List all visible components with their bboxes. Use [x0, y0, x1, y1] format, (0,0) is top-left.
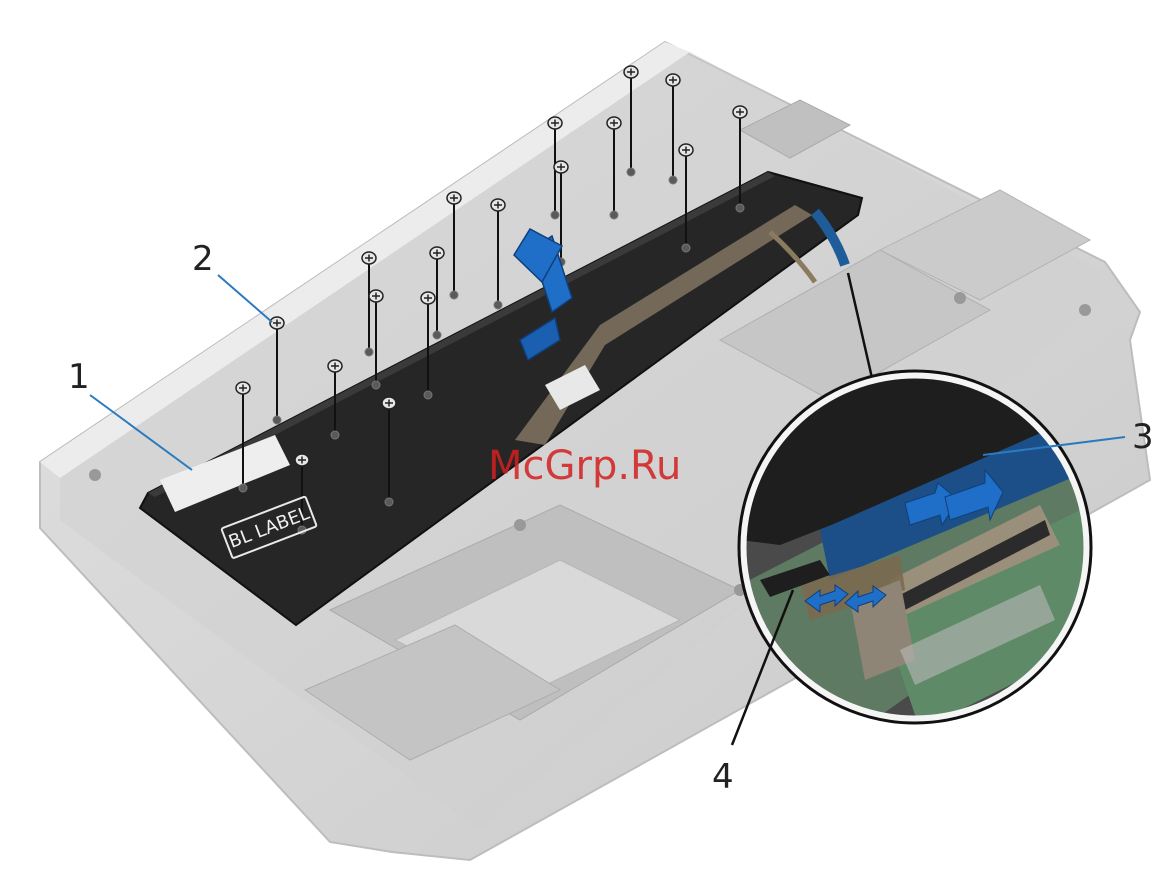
watermark: McGrp.Ru: [488, 443, 681, 489]
callout-2: 2: [192, 242, 214, 276]
callout-3: 3: [1132, 420, 1154, 454]
callout-1: 1: [68, 360, 90, 394]
callout-4: 4: [712, 760, 734, 794]
